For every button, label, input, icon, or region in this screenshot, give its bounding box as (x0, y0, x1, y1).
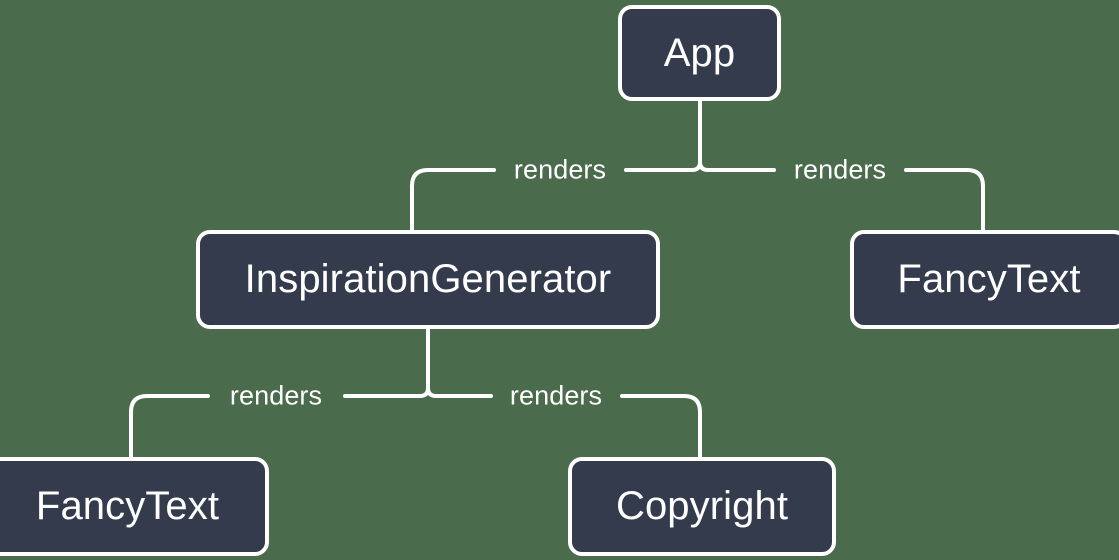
node-fancytext-left-label: FancyText (35, 484, 220, 528)
edge-inspiration-to-copyright-bar-right (620, 394, 702, 459)
edge-app-to-fancytext-bar-right (904, 168, 985, 232)
node-copyright-label: Copyright (615, 484, 789, 528)
node-fancytext-right[interactable]: FancyText (850, 230, 1119, 329)
edge-label-inspiration-generator-to-copyright: renders (509, 380, 603, 411)
edge-label-app-to-inspiration-generator: renders (513, 154, 607, 185)
edge-inspiration-to-fancytext-bar-left (129, 394, 210, 459)
node-fancytext-left[interactable]: FancyText (0, 457, 269, 556)
node-app[interactable]: App (618, 5, 781, 101)
node-inspiration-generator-label: InspirationGenerator (244, 257, 612, 301)
node-copyright[interactable]: Copyright (568, 457, 836, 556)
node-app-label: App (663, 30, 736, 75)
edge-label-app-to-fancytext: renders (793, 154, 887, 185)
node-fancytext-right-label: FancyText (897, 257, 1081, 301)
edge-app-to-inspiration-bar-left (410, 168, 496, 232)
node-inspiration-generator[interactable]: InspirationGenerator (196, 230, 660, 329)
edge-label-inspiration-generator-to-fancytext: renders (229, 380, 323, 411)
